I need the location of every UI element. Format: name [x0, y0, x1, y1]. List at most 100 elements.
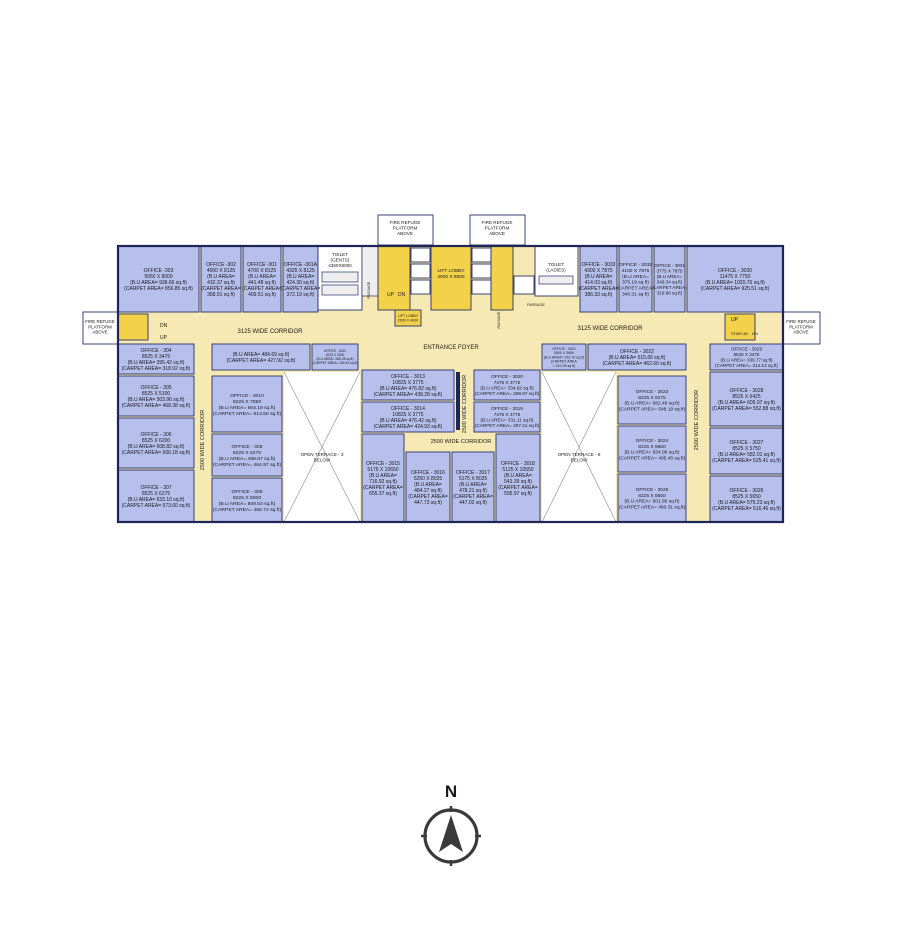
office-309: [211, 433, 283, 477]
office-307: [117, 469, 195, 523]
office-3011: [211, 343, 311, 371]
lifts-ladies-side: [513, 275, 535, 295]
office-3024: [617, 425, 687, 473]
office-3033: [579, 245, 618, 313]
office-3012: [311, 343, 359, 371]
lifts-left: [410, 247, 431, 295]
office-3023: [617, 375, 687, 425]
office-3031: [653, 245, 686, 313]
office-3020: [473, 369, 541, 401]
office-3032: [618, 245, 653, 313]
stair-left: PASSAGE: [361, 245, 379, 299]
lifts-right: [471, 247, 492, 295]
entrance-foyer-label: ENTRANCE FOYER: [423, 345, 479, 351]
office-3022-label: OFFICE - 3022(B.U AREA= 515.66 sq.ft)(CA…: [603, 349, 672, 367]
office-301: [242, 245, 282, 313]
office-3025: [617, 473, 687, 523]
office-3015: [361, 433, 405, 523]
stair-side-left: DN UP: [117, 313, 168, 341]
corridor-left-vert-label: 2500 WIDE CORRIDOR: [200, 410, 206, 471]
corridor-top-right-label: 3125 WIDE CORRIDOR: [577, 326, 643, 332]
corridor-center-h-label: 2500 WIDE CORRIDOR: [431, 439, 492, 445]
office-3019: [473, 401, 541, 433]
office-3022: [587, 343, 687, 371]
office-3021: [541, 343, 587, 371]
office-303: [117, 245, 200, 313]
stair-side-right: UP STAIR-4B DN: [724, 313, 758, 341]
office-304: [117, 343, 195, 375]
corridor-top-left-label: 3125 WIDE CORRIDOR: [237, 329, 303, 335]
office-3029: [709, 343, 784, 371]
office-305: [117, 375, 195, 417]
office-302: [200, 245, 242, 313]
stair-right-up: UP: [731, 317, 739, 323]
toilet-ladies: TOILET(LADIES) PASSAGE: [527, 245, 579, 307]
north-compass: N: [421, 782, 481, 866]
stair-left-dn: DN: [160, 323, 168, 329]
office-3030: [686, 245, 784, 313]
office-3017: [451, 451, 495, 523]
stair-right-label: STAIR-4B: [731, 332, 748, 336]
stair-core-left: UP DN: [377, 245, 411, 311]
stair-dn-label: DN: [398, 292, 406, 298]
passage-ladies-label: PASSAGE: [527, 303, 545, 307]
office-3027: [709, 427, 784, 475]
office-3011-label: (B.U AREA= 484.69 sq.ft)(CARPET AREA= 42…: [227, 352, 296, 364]
passage-left-label: PASSAGE: [367, 281, 371, 299]
office-3016: [405, 451, 451, 523]
office-3013: [361, 369, 455, 401]
stair-right-dn: DN: [752, 331, 758, 336]
office-3014: [361, 401, 455, 433]
office-308: [211, 477, 283, 523]
stair-left-up: UP: [160, 335, 168, 341]
toilet-ladies-text: TOILET(LADIES): [546, 262, 566, 273]
stair-up-label: UP: [387, 292, 395, 298]
north-label: N: [445, 782, 457, 801]
corridor-right-vert-label: 2500 WIDE CORRIDOR: [694, 390, 700, 451]
